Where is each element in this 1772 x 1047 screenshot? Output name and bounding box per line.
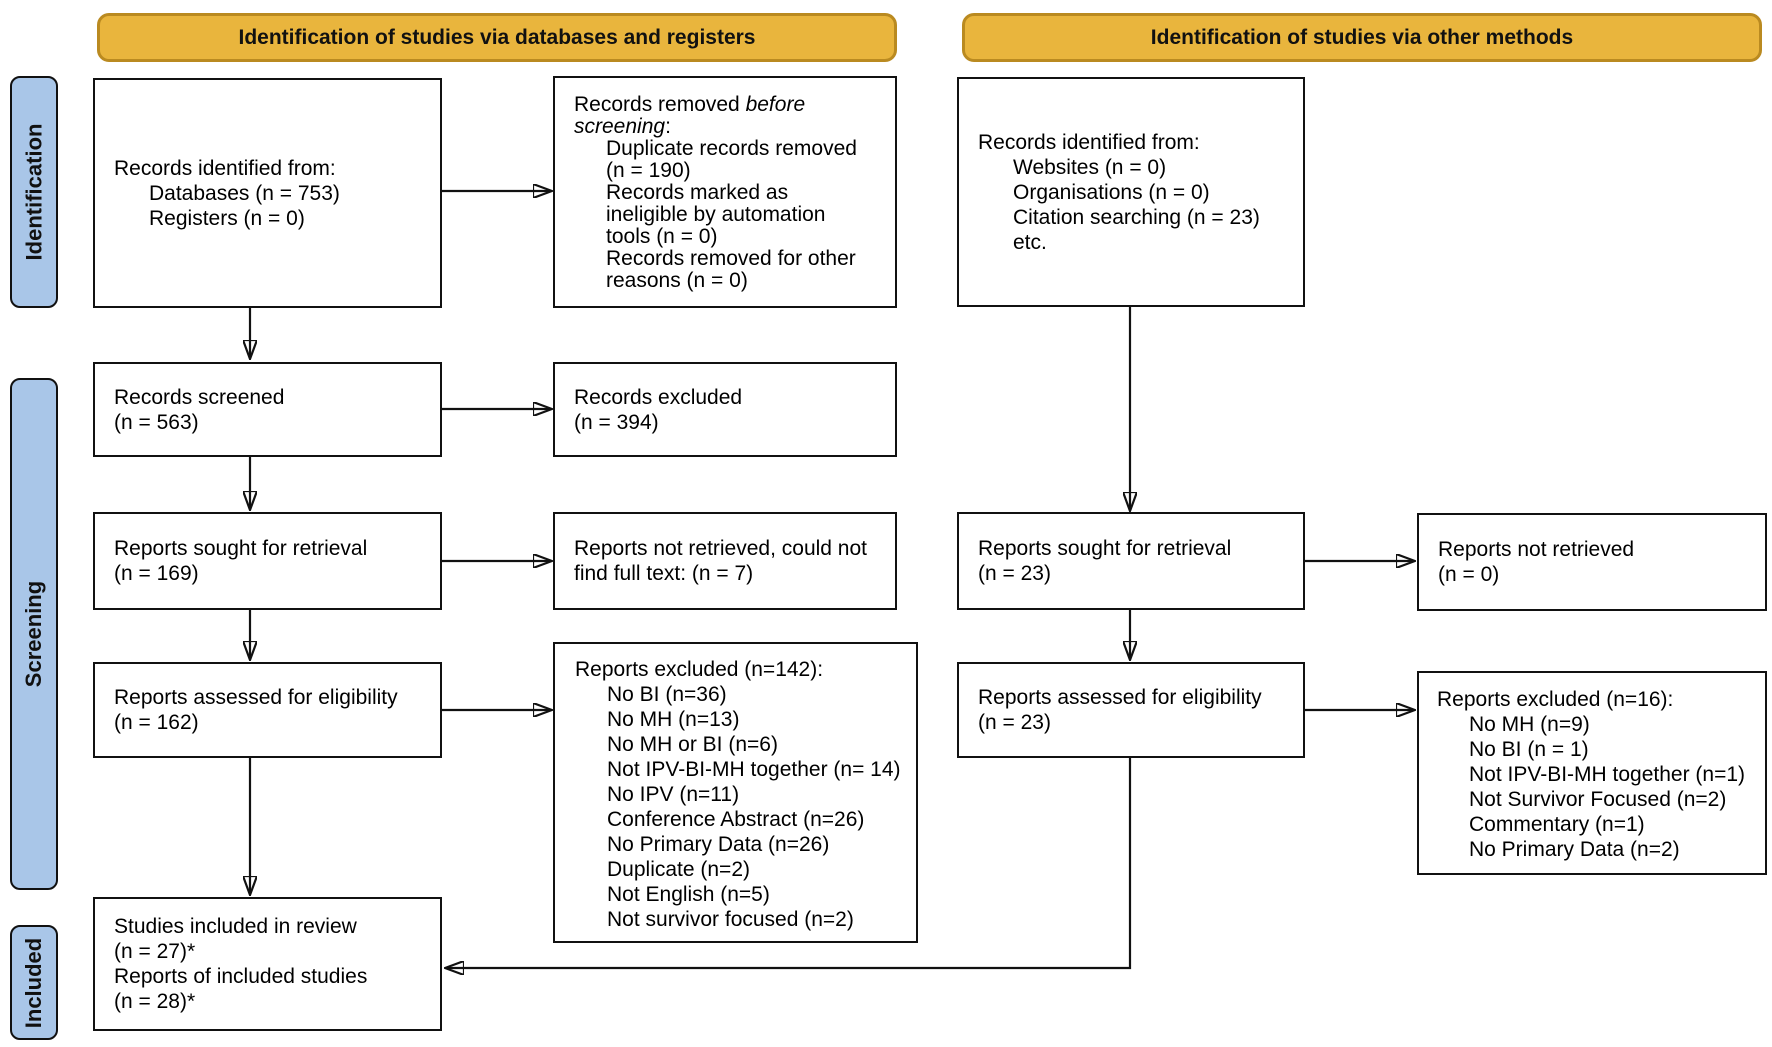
- box-count: (n = 23): [978, 711, 1051, 734]
- source-item: Citation searching (n = 23): [1013, 205, 1260, 229]
- exclusion-reason: Not IPV-BI-MH together (n= 14): [607, 758, 901, 781]
- source-item: Databases (n = 753): [149, 181, 340, 205]
- box-title: Reports excluded (n=142):: [575, 658, 824, 681]
- box-line: Reports not retrieved, could not find fu…: [574, 537, 867, 585]
- box-reports-assessed-other: Reports assessed for eligibility (n = 23…: [957, 662, 1305, 758]
- exclusion-reason: No MH (n=13): [607, 708, 740, 731]
- box-count: (n = 563): [114, 410, 199, 434]
- phase-label-screening-text: Screening: [21, 580, 46, 688]
- box-reports-excluded-databases: Reports excluded (n=142): No BI (n=36) N…: [553, 642, 918, 943]
- box-count: (n = 27)*: [114, 940, 196, 963]
- exclusion-reason: No IPV (n=11): [607, 783, 740, 806]
- box-records-excluded: Records excluded (n = 394): [553, 362, 897, 457]
- phase-label-included-text: Included: [21, 937, 47, 1028]
- intro-italic: before screening: [574, 93, 806, 138]
- exclusion-reason: Not English (n=5): [607, 883, 770, 906]
- exclusion-reason: No Primary Data (n=26): [607, 833, 830, 856]
- exclusion-reason: No Primary Data (n=2): [1469, 838, 1680, 861]
- box-reports-excluded-other: Reports excluded (n=16): No MH (n=9) No …: [1417, 671, 1767, 875]
- box-count: (n = 169): [114, 562, 199, 585]
- box-intro: Records identified from:: [978, 130, 1200, 154]
- exclusion-reason: Commentary (n=1): [1469, 813, 1645, 836]
- exclusion-reason: No MH (n=9): [1469, 713, 1590, 736]
- exclusion-reason: No BI (n=36): [607, 683, 727, 706]
- box-line: Reports assessed for eligibility: [978, 686, 1262, 709]
- source-item: Organisations (n = 0): [1013, 180, 1210, 204]
- box-line: Reports sought for retrieval: [114, 537, 368, 560]
- box-line: Reports assessed for eligibility: [114, 686, 398, 709]
- exclusion-reason: Conference Abstract (n=26): [607, 808, 865, 831]
- exclusion-reason: No MH or BI (n=6): [607, 733, 778, 756]
- box-line: Reports of included studies: [114, 965, 368, 988]
- box-records-identified-databases: Records identified from: Databases (n = …: [93, 78, 442, 308]
- box-title: Reports excluded (n=16):: [1437, 688, 1674, 711]
- phase-label-identification: Identification: [10, 76, 58, 308]
- box-reports-sought-other: Reports sought for retrieval (n = 23): [957, 512, 1305, 610]
- box-count: (n = 162): [114, 711, 199, 734]
- box-intro: Records removed before screening:: [574, 94, 887, 138]
- box-line: Reports not retrieved: [1438, 538, 1635, 561]
- box-count: (n = 23): [978, 562, 1051, 585]
- box-reports-assessed-databases: Reports assessed for eligibility (n = 16…: [93, 662, 442, 758]
- box-reports-not-retrieved-databases: Reports not retrieved, could not find fu…: [553, 512, 897, 610]
- box-records-identified-other: Records identified from: Websites (n = 0…: [957, 77, 1305, 307]
- box-line: Records screened: [114, 385, 285, 409]
- source-item: Registers (n = 0): [149, 206, 305, 230]
- box-records-removed-before-screening: Records removed before screening: Duplic…: [553, 76, 897, 308]
- intro-suffix: :: [665, 115, 671, 138]
- exclusion-reason: Not survivor focused (n=2): [607, 908, 854, 931]
- box-line: Studies included in review: [114, 915, 357, 938]
- source-item: etc.: [1013, 230, 1047, 254]
- banner-other-methods: Identification of studies via other meth…: [962, 13, 1762, 62]
- box-reports-sought-databases: Reports sought for retrieval (n = 169): [93, 512, 442, 610]
- exclusion-reason: Not IPV-BI-MH together (n=1): [1469, 763, 1746, 786]
- exclusion-reason: No BI (n = 1): [1469, 738, 1589, 761]
- exclusion-reason: Duplicate (n=2): [607, 858, 750, 881]
- box-intro: Records identified from:: [114, 156, 336, 180]
- removal-reason: Records removed for other reasons (n = 0…: [606, 247, 856, 292]
- intro-prefix: Records removed: [574, 93, 746, 116]
- source-item: Websites (n = 0): [1013, 155, 1167, 179]
- box-records-screened: Records screened (n = 563): [93, 362, 442, 457]
- box-studies-included: Studies included in review (n = 27)* Rep…: [93, 897, 442, 1031]
- phase-label-screening: Screening: [10, 378, 58, 890]
- phase-label-included: Included: [10, 925, 58, 1040]
- box-line: Records excluded: [574, 385, 743, 409]
- banner-databases-registers: Identification of studies via databases …: [97, 13, 897, 62]
- removal-reason: Duplicate records removed (n = 190): [606, 137, 857, 182]
- box-count: (n = 394): [574, 410, 659, 434]
- box-reports-not-retrieved-other: Reports not retrieved (n = 0): [1417, 513, 1767, 611]
- removal-reason: Records marked as ineligible by automati…: [606, 181, 826, 248]
- phase-label-identification-text: Identification: [21, 123, 47, 261]
- box-line: Reports sought for retrieval: [978, 537, 1232, 560]
- box-count: (n = 28)*: [114, 990, 196, 1013]
- box-count: (n = 0): [1438, 563, 1500, 586]
- exclusion-reason: Not Survivor Focused (n=2): [1469, 788, 1727, 811]
- arrow-assessed-other-to-included: [446, 758, 1132, 968]
